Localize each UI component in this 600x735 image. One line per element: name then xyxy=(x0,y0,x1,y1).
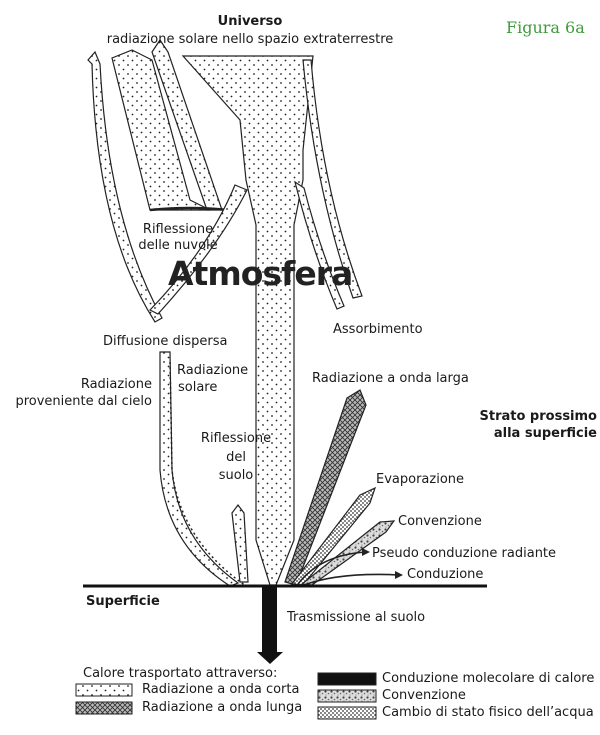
evaporation-label: Evaporazione xyxy=(376,472,464,488)
universe-subtitle: radiazione solare nello spazio extraterr… xyxy=(90,32,410,48)
legend-label-phase-change: Cambio di stato fisico dell’acqua xyxy=(382,705,594,720)
ground-reflection-arrow xyxy=(232,505,248,582)
pseudo-conduction-head xyxy=(362,548,370,556)
legend-label-convection: Convenzione xyxy=(382,688,466,703)
legend-title: Calore trasportato attraverso: xyxy=(83,666,277,681)
legend-swatch-convection xyxy=(318,690,376,702)
ground-reflection-label-2: del xyxy=(200,450,272,466)
legend-swatch-shortwave xyxy=(76,684,132,696)
diffuse-scatter-label: Diffusione dispersa xyxy=(103,334,228,350)
cloud-reflection-label-1: Riflessione xyxy=(128,222,228,238)
legend-swatch-conduction xyxy=(318,673,376,685)
absorption-label: Assorbimento xyxy=(333,322,423,338)
conduction-label: Conduzione xyxy=(407,567,483,583)
solar-radiation-label-2: solare xyxy=(178,380,217,396)
ground-transmission-label: Trasmissione al suolo xyxy=(287,610,425,626)
ground-transmission-arrow xyxy=(257,587,283,664)
convection-label: Convenzione xyxy=(398,514,482,530)
near-layer-label-2: alla superficie xyxy=(450,426,597,442)
legend-label-conduction: Conduzione molecolare di calore xyxy=(382,671,594,686)
near-layer-label-1: Strato prossimo xyxy=(450,409,597,425)
sky-radiation-label-2: proveniente dal cielo xyxy=(8,394,152,410)
solar-beam xyxy=(183,56,313,585)
legend-swatch-phase-change xyxy=(318,707,376,719)
surface-label: Superficie xyxy=(86,594,160,610)
ground-reflection-label-1: Riflessione xyxy=(200,431,272,447)
longwave-label: Radiazione a onda larga xyxy=(312,371,469,387)
cloud-reflection-label-2: delle nuvole xyxy=(128,238,228,254)
conduction-head xyxy=(395,571,403,579)
legend-label-longwave: Radiazione a onda lunga xyxy=(142,700,302,715)
pseudo-conduction-label: Pseudo conduzione radiante xyxy=(372,546,556,562)
atmosphere-label: Atmosfera xyxy=(168,254,352,293)
legend-swatch-longwave xyxy=(76,702,132,714)
solar-radiation-label-1: Radiazione xyxy=(177,363,248,379)
ground-reflection-label-3: suolo xyxy=(200,468,272,484)
legend-label-shortwave: Radiazione a onda corta xyxy=(142,682,299,697)
sky-radiation-label-1: Radiazione xyxy=(40,377,152,393)
universe-title: Universo xyxy=(180,14,320,30)
figure-label: Figura 6a xyxy=(506,18,585,37)
